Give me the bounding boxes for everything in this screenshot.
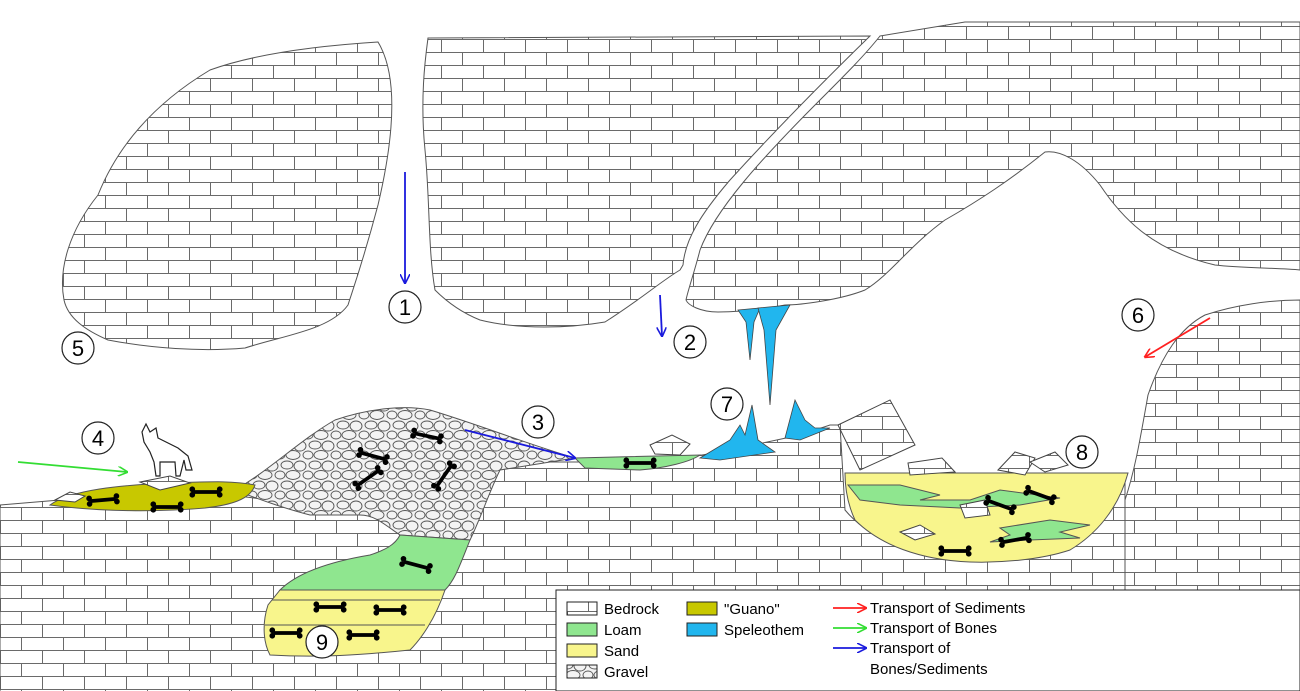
bedrock-swatch xyxy=(566,601,598,616)
legend-label-speleothem: Speleothem xyxy=(724,622,804,639)
animal-figure xyxy=(141,422,193,477)
guano-swatch xyxy=(686,601,718,616)
site-number-3: 3 xyxy=(532,410,544,435)
legend-item-sand: Sand xyxy=(566,643,639,660)
legend-item-transport-bones: Transport of Bones xyxy=(833,620,997,637)
arrow-blue-2 xyxy=(660,294,662,336)
site-marker-6: 6 xyxy=(1121,298,1155,332)
legend-item-speleothem: Speleothem xyxy=(686,622,804,639)
fissure-loam xyxy=(278,534,471,591)
site-number-7: 7 xyxy=(721,392,733,417)
arrow-red-6 xyxy=(1145,317,1211,357)
gravel-swatch xyxy=(566,664,598,679)
legend-item-bedrock: Bedrock xyxy=(566,601,660,618)
legend-label-transport-both-2: Bones/Sediments xyxy=(870,661,988,678)
site-number-5: 5 xyxy=(72,336,84,361)
site-marker-4: 4 xyxy=(81,421,115,455)
site-marker-9: 9 xyxy=(305,625,339,659)
legend-label-guano: "Guano" xyxy=(724,601,780,618)
arrow-green-4 xyxy=(17,461,127,472)
site-number-1: 1 xyxy=(399,295,411,320)
legend-label-transport-both-1: Transport of xyxy=(870,640,951,657)
site-marker-8: 8 xyxy=(1065,435,1099,469)
site-marker-2: 2 xyxy=(673,325,707,359)
site-marker-3: 3 xyxy=(521,405,555,439)
site-marker-5: 5 xyxy=(61,331,95,365)
legend-label-sand: Sand xyxy=(604,643,639,660)
legend-label-loam: Loam xyxy=(604,622,642,639)
legend-item-transport-both: Transport of Bones/Sediments xyxy=(833,640,988,678)
legend-item-gravel: Gravel xyxy=(566,664,648,681)
legend-item-transport-sediments: Transport of Sediments xyxy=(833,600,1025,617)
bedrock-upper-right xyxy=(685,21,1300,313)
legend-label-transport-bones: Transport of Bones xyxy=(870,620,997,637)
speleothem-group xyxy=(698,304,831,461)
legend-label-transport-sediments: Transport of Sediments xyxy=(870,600,1025,617)
site-number-9: 9 xyxy=(316,630,328,655)
site-number-4: 4 xyxy=(92,426,104,451)
site-number-2: 2 xyxy=(684,330,696,355)
legend: Bedrock Loam Sand Gravel "Guano" Speleot… xyxy=(555,589,1300,691)
legend-item-loam: Loam xyxy=(566,622,642,639)
legend-box xyxy=(555,589,1300,691)
bedrock-upper-left xyxy=(62,41,393,351)
site-number-6: 6 xyxy=(1132,303,1144,328)
boulders xyxy=(53,399,1069,541)
arrow-blue-3 xyxy=(464,429,575,458)
sand-swatch xyxy=(566,643,598,658)
gravel-deposit xyxy=(233,407,576,541)
bedrock-upper-middle xyxy=(422,35,872,328)
site-marker-1: 1 xyxy=(388,290,422,324)
site-marker-7: 7 xyxy=(710,387,744,421)
legend-item-guano: "Guano" xyxy=(686,601,780,618)
legend-label-bedrock: Bedrock xyxy=(604,601,660,618)
loam-swatch xyxy=(566,622,598,637)
site-number-8: 8 xyxy=(1076,440,1088,465)
legend-label-gravel: Gravel xyxy=(604,664,648,681)
speleothem-swatch xyxy=(686,622,718,637)
basin-loam-lower xyxy=(989,519,1091,543)
basin-loam-upper xyxy=(846,484,1061,509)
guano-layer xyxy=(48,481,256,512)
